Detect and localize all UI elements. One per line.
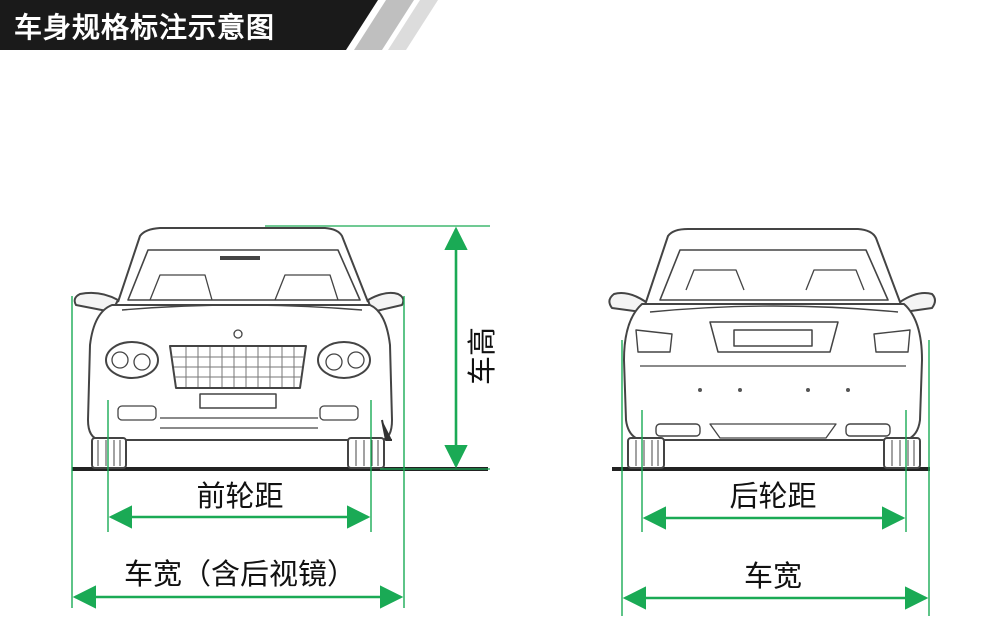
front-left-tyre (91, 437, 127, 469)
rear-view-car (608, 228, 936, 471)
page-title: 车身规格标注示意图 (14, 11, 276, 44)
rear-roof (645, 228, 901, 303)
front-view-car (72, 227, 488, 471)
title-banner: 车身规格标注示意图 (0, 0, 440, 50)
rear-license-plate (733, 329, 813, 347)
front-left-headlight (105, 341, 159, 379)
front-right-mirror (367, 291, 405, 313)
front-roof (117, 227, 369, 303)
rear-right-mirror (899, 292, 936, 313)
banner-background (0, 0, 438, 50)
rear-width-label: 车宽 (744, 559, 802, 593)
front-track-label: 前轮距 (196, 479, 283, 513)
rear-body (623, 303, 923, 441)
rear-right-taillight (873, 329, 911, 353)
front-width-label: 车宽（含后视镜） (124, 557, 356, 591)
front-windshield (127, 249, 361, 301)
rear-right-tyre (883, 437, 921, 469)
dimension-lines (71, 225, 930, 616)
rear-left-tyre (627, 437, 665, 469)
rear-track-label: 后轮距 (729, 479, 816, 513)
front-license-plate (199, 393, 277, 409)
front-right-headlight (317, 341, 371, 379)
rear-left-mirror (608, 292, 647, 313)
height-label: 车高 (465, 327, 499, 385)
front-right-tyre (347, 437, 385, 469)
rear-window (659, 249, 889, 301)
rear-left-taillight (635, 329, 673, 353)
